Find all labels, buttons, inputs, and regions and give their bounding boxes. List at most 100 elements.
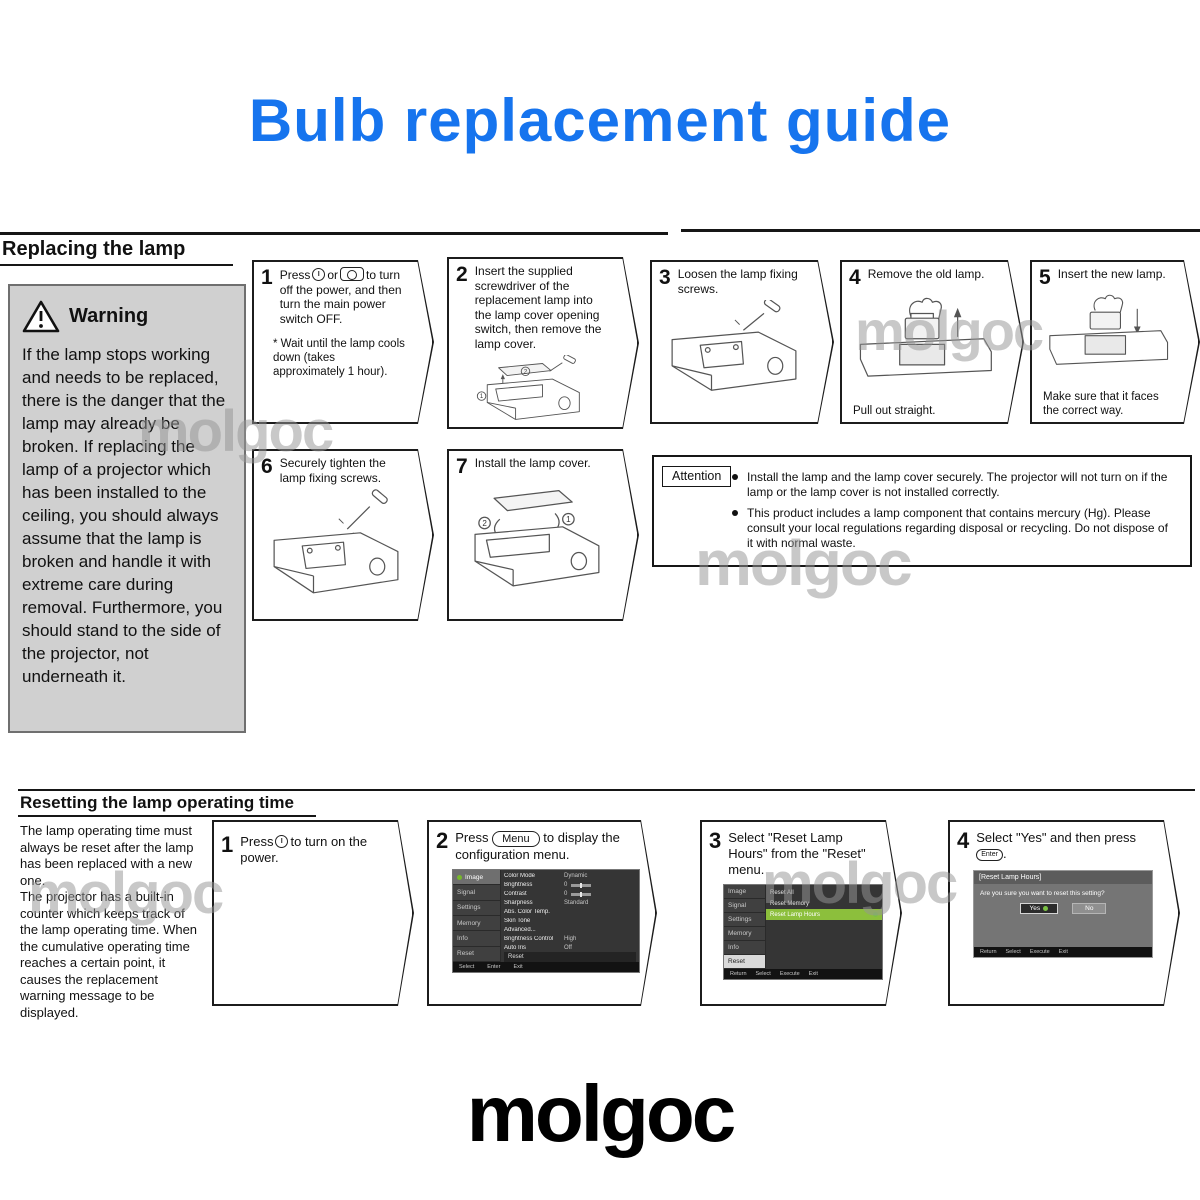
menu-reset-row: Reset (504, 952, 636, 963)
divider (681, 229, 1200, 232)
callout-2: 2 (524, 369, 528, 375)
brand-logo: molgoc (466, 1069, 736, 1158)
step-3-box: 3 Loosen the lamp fixing screws. (650, 260, 834, 424)
step-text: Remove the old lamp. (867, 267, 985, 281)
footer-hint: Enter (487, 964, 501, 970)
step-text: Install the lamp cover. (474, 456, 591, 470)
menu-sidebar-label: Signal (728, 902, 747, 909)
menu-sidebar-label: Memory (728, 930, 752, 937)
footer-hint: Select (1005, 949, 1021, 955)
step-text: Press Menu to display the configuration … (455, 830, 630, 863)
reset-menu-screenshot: Image Signal Settings Memory Info Reset … (723, 884, 883, 980)
menu-sidebar-label: Image (465, 873, 484, 881)
selected-icon (457, 874, 462, 880)
step-text-part: Press (279, 268, 311, 282)
menu-sidebar-item: Signal (724, 899, 766, 913)
step-number: 4 (849, 266, 861, 289)
menu-row-label: Auto Iris (504, 944, 527, 951)
menu-sidebar-item: Settings (453, 900, 501, 916)
step2-remove-cover-illustration: 1 2 (476, 355, 580, 420)
reset-step-2-box: 2 Press Menu to display the configuratio… (427, 820, 657, 1006)
section-heading-replacing: Replacing the lamp (2, 238, 186, 260)
step-text-part: . (1002, 846, 1007, 861)
menu-row-label: Abs. Color Temp. (504, 909, 550, 915)
step-text-part: to turn on the power. (240, 834, 368, 865)
footer-hint: Execute (779, 971, 800, 977)
menu-sidebar-label: Info (457, 934, 468, 942)
menu-row-label: Brightness Control (504, 935, 554, 942)
step-text-part: Press (455, 830, 489, 845)
step-note: * Wait until the lamp cools down (takes … (273, 338, 405, 378)
menu-row-value: 0 (564, 882, 568, 889)
dialog-message: Are you sure you want to reset this sett… (980, 890, 1105, 897)
menu-sidebar-label: Settings (457, 904, 481, 912)
menu-row-label: Reset All (770, 889, 794, 896)
menu-sidebar-item: Info (453, 931, 501, 947)
main-power-switch-icon (340, 267, 365, 281)
yes-button: Yes (1019, 903, 1059, 914)
divider (18, 815, 316, 817)
power-icon (275, 835, 289, 848)
dialog-footer: Return Select Execute Exit (974, 947, 1152, 957)
step-text-part: to display the configuration menu. (455, 830, 620, 862)
menu-row: Contrast 0 (504, 890, 636, 899)
menu-sidebar-item: Settings (724, 913, 766, 927)
footer-hint: Exit (1058, 949, 1068, 955)
menu-sidebar-item: Signal (453, 885, 501, 901)
step-2-box: 2 Insert the supplied screwdriver of the… (447, 257, 639, 429)
menu-row: Advanced... (504, 925, 636, 934)
step-number: 1 (261, 266, 273, 289)
step-number: 7 (456, 455, 468, 478)
menu-sidebar-label: Reset (728, 958, 745, 965)
attention-bullet-text: Install the lamp and the lamp cover secu… (747, 470, 1168, 499)
section-heading-resetting: Resetting the lamp operating time (20, 793, 294, 812)
step-4-box: 4 Remove the old lamp. Pull out straight… (840, 260, 1024, 424)
enter-button: Enter (976, 849, 1003, 861)
step-number: 1 (221, 832, 234, 857)
divider (18, 789, 1195, 791)
step-text-part: or (327, 268, 339, 282)
step-number: 2 (436, 828, 449, 853)
menu-row-label: Contrast (504, 891, 527, 898)
attention-box: Attention Install the lamp and the lamp … (652, 455, 1192, 567)
menu-sidebar-label: Settings (728, 916, 752, 923)
step-number: 2 (456, 263, 468, 286)
divider (0, 264, 233, 266)
reset-step-4-box: 4 Select "Yes" and then press Enter. [Re… (948, 820, 1180, 1006)
yes-label: Yes (1029, 905, 1041, 912)
step-text: Select "Reset Lamp Hours" from the "Rese… (728, 830, 866, 877)
intro-paragraph: The lamp operating time must always be r… (20, 823, 194, 888)
menu-row-value: 0 (564, 891, 568, 898)
step5-insert-lamp-illustration (1049, 294, 1169, 365)
menu-footer: Select Enter Exit (453, 962, 639, 972)
step-text: Securely tighten the lamp fixing screws. (279, 456, 386, 485)
dialog-title: [Reset Lamp Hours] (974, 871, 1152, 884)
menu-footer: Return Select Execute Exit (724, 969, 882, 979)
menu-sidebar-label: Signal (457, 888, 476, 896)
configuration-menu-screenshot: Image Signal Settings Memory Info Reset … (452, 869, 640, 973)
footer-hint: Execute (1029, 949, 1050, 955)
callout-2: 2 (482, 519, 487, 528)
step-box-fill (254, 262, 433, 423)
reset-confirm-dialog-screenshot: [Reset Lamp Hours] Are you sure you want… (973, 870, 1153, 958)
menu-sidebar-item: Image (453, 870, 501, 886)
footer-hint: Exit (513, 964, 523, 970)
menu-row: Reset Memory (766, 898, 882, 909)
step-text: Insert the supplied screwdriver of the r… (474, 264, 602, 351)
attention-bullet: Install the lamp and the lamp cover secu… (732, 470, 1176, 500)
step-6-box: 6 Securely tighten the lamp fixing screw… (252, 449, 434, 621)
step-5-box: 5 Insert the new lamp. Make sure that it… (1030, 260, 1200, 424)
intro-paragraph: The projector has a built-in counter whi… (20, 889, 198, 1020)
footer-hint: Select (459, 964, 475, 970)
menu-row-label: Color Mode (504, 873, 536, 880)
menu-sidebar-label: Reset (457, 950, 474, 958)
menu-sidebar-item: Info (724, 941, 766, 955)
no-button: No (1072, 903, 1107, 914)
